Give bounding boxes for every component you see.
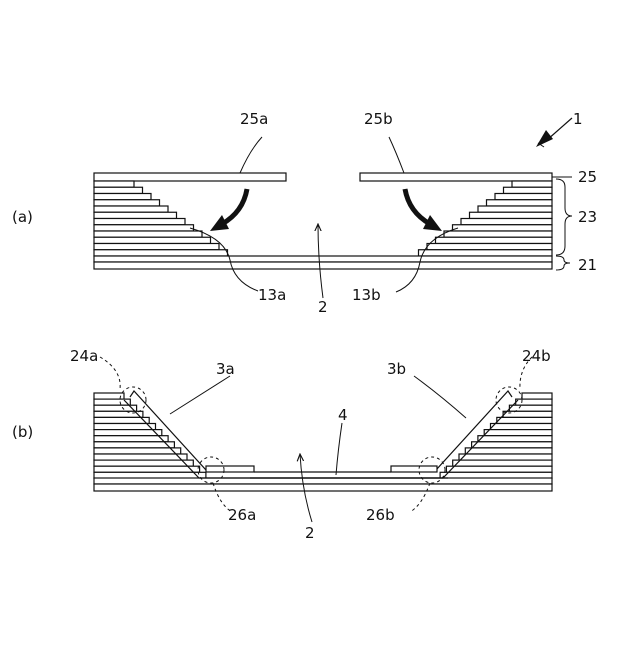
stack-b-left-layer-12	[94, 460, 193, 466]
pad-right	[391, 466, 437, 472]
layer-21-lower	[94, 262, 552, 269]
stack-b-right-layer-11	[459, 454, 552, 460]
stack-23-left-layer-5	[94, 206, 168, 212]
label-24b: 24b	[522, 347, 551, 365]
stack-23-right-layer-8	[453, 225, 553, 231]
leader-24a	[100, 357, 120, 389]
layer-25b	[360, 173, 552, 181]
leader-3a	[170, 376, 230, 414]
fold-arrow-left	[222, 189, 247, 224]
stack-23-left-layer-6	[94, 212, 177, 218]
stack-b-left-layer-7	[94, 430, 162, 436]
label-3b: 3b	[387, 360, 406, 378]
layer-stack-23-left	[94, 181, 228, 256]
label-25a: 25a	[240, 110, 268, 128]
label-2-a: 2	[318, 298, 328, 316]
stack-b-right-layer-3	[509, 405, 552, 411]
fold-arrow-right	[405, 189, 430, 224]
stack-23-right-layer-2	[504, 187, 553, 193]
stack-b-right-layer-7	[484, 430, 552, 436]
stack-b-left-layer-1	[94, 393, 124, 399]
stack-23-right-layer-3	[495, 194, 552, 200]
stack-b-right-layer-13	[446, 466, 552, 472]
label-21: 21	[578, 256, 597, 274]
stack-23-right-layer-5	[478, 206, 552, 212]
stack-23-right-layer-11	[427, 244, 552, 250]
label-23: 23	[578, 208, 597, 226]
stack-b-right-layer-6	[491, 424, 553, 430]
stack-23-left-layer-1	[94, 181, 134, 187]
label-13a: 13a	[258, 286, 286, 304]
layer-25a	[94, 173, 286, 181]
layer-stack-right-b	[440, 393, 552, 478]
stack-b-right-layer-2	[516, 399, 552, 405]
device-1-arrow	[547, 118, 572, 140]
stack-b-right-layer-5	[497, 417, 552, 423]
stack-b-left-layer-13	[94, 466, 200, 472]
stack-23-right-layer-12	[419, 250, 553, 256]
stack-23-left-layer-12	[94, 250, 228, 256]
stack-b-left-layer-8	[94, 436, 168, 442]
layer-21-upper	[94, 256, 552, 262]
stack-23-left-layer-11	[94, 244, 219, 250]
panel-a-label: (a)	[12, 208, 33, 226]
stack-23-left-layer-2	[94, 187, 143, 193]
label-26a: 26a	[228, 506, 256, 524]
label-2-b: 2	[305, 524, 315, 542]
stack-b-left-layer-9	[94, 442, 174, 448]
base-layer-b-upper	[94, 478, 552, 484]
stack-b-left-layer-11	[94, 454, 187, 460]
stack-23-left-layer-4	[94, 200, 160, 206]
label-25: 25	[578, 168, 597, 186]
panel-b-label: (b)	[12, 423, 33, 441]
stack-23-right-layer-10	[436, 237, 553, 243]
stack-23-left-layer-10	[94, 237, 211, 243]
stack-b-right-layer-9	[472, 442, 552, 448]
stack-23-left-layer-3	[94, 194, 151, 200]
leader-4	[336, 423, 342, 475]
stack-b-left-layer-6	[94, 424, 156, 430]
label-25b: 25b	[364, 110, 393, 128]
pad-left	[206, 466, 254, 472]
stack-b-right-layer-10	[465, 448, 552, 454]
brace-21	[556, 256, 570, 270]
stack-b-left-layer-10	[94, 448, 181, 454]
stack-23-right-layer-4	[487, 200, 553, 206]
stack-23-right-layer-7	[461, 219, 552, 225]
layer-stack-left-b	[94, 393, 206, 478]
label-24a: 24a	[70, 347, 98, 365]
stack-b-right-layer-12	[453, 460, 552, 466]
stack-23-left-layer-8	[94, 225, 194, 231]
device-1-arrowhead	[536, 130, 553, 147]
layer-stack-23-right	[419, 181, 553, 256]
stack-b-right-layer-8	[478, 436, 552, 442]
stack-b-right-layer-4	[503, 411, 552, 417]
label-13b: 13b	[352, 286, 381, 304]
label-3a: 3a	[216, 360, 235, 378]
stack-b-right-layer-1	[522, 393, 552, 399]
stack-23-right-layer-6	[470, 212, 553, 218]
leader-3b	[414, 376, 466, 418]
stack-b-left-layer-2	[94, 399, 130, 405]
brace-23	[556, 179, 572, 255]
leader-25a	[240, 137, 262, 173]
label-1: 1	[573, 110, 583, 128]
stack-23-right-layer-9	[444, 231, 552, 237]
base-layer-b-lower	[94, 484, 552, 491]
stack-23-left-layer-7	[94, 219, 185, 225]
stack-23-right-layer-1	[512, 181, 552, 187]
label-4: 4	[338, 406, 348, 424]
leader-25b	[389, 137, 404, 173]
label-26b: 26b	[366, 506, 395, 524]
stack-23-left-layer-9	[94, 231, 202, 237]
